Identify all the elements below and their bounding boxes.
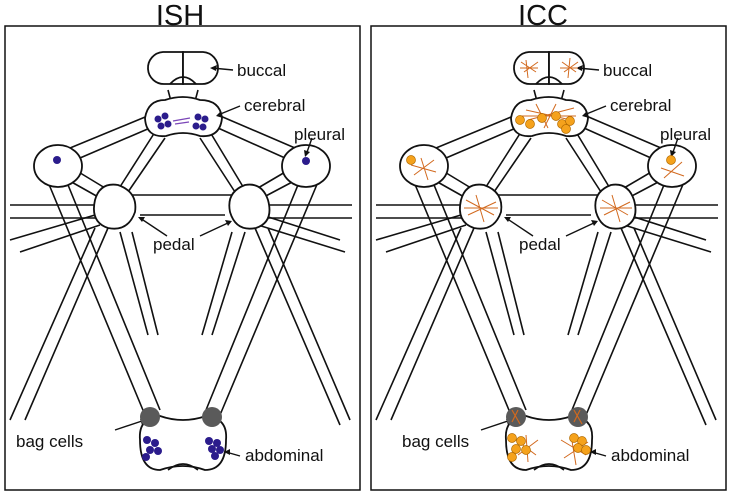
label-pedal: pedal (153, 235, 195, 254)
icc-labeled-cells (406, 111, 676, 462)
label-pleural: pleural (660, 125, 711, 144)
label-buccal: buccal (237, 61, 286, 80)
label-pleural: pleural (294, 125, 345, 144)
ish-fibers (172, 117, 191, 125)
label-buccal: buccal (603, 61, 652, 80)
label-abdominal: abdominal (245, 446, 323, 465)
label-bag-cells: bag cells (16, 432, 83, 451)
ish-labeled-cells (53, 112, 310, 461)
label-abdominal: abdominal (611, 446, 689, 465)
bag-cell-cluster-right (202, 407, 222, 427)
bag-cell-cluster-left (140, 407, 160, 427)
label-cerebral: cerebral (610, 96, 671, 115)
bag-cell-fibers (511, 409, 583, 425)
label-cerebral: cerebral (244, 96, 305, 115)
label-pedal: pedal (519, 235, 561, 254)
icc-panel: buccal cerebral pleural pedal bag cells … (370, 25, 727, 491)
label-bag-cells: bag cells (402, 432, 469, 451)
ish-panel: buccal cerebral pleural pedal bag cells … (4, 25, 361, 491)
